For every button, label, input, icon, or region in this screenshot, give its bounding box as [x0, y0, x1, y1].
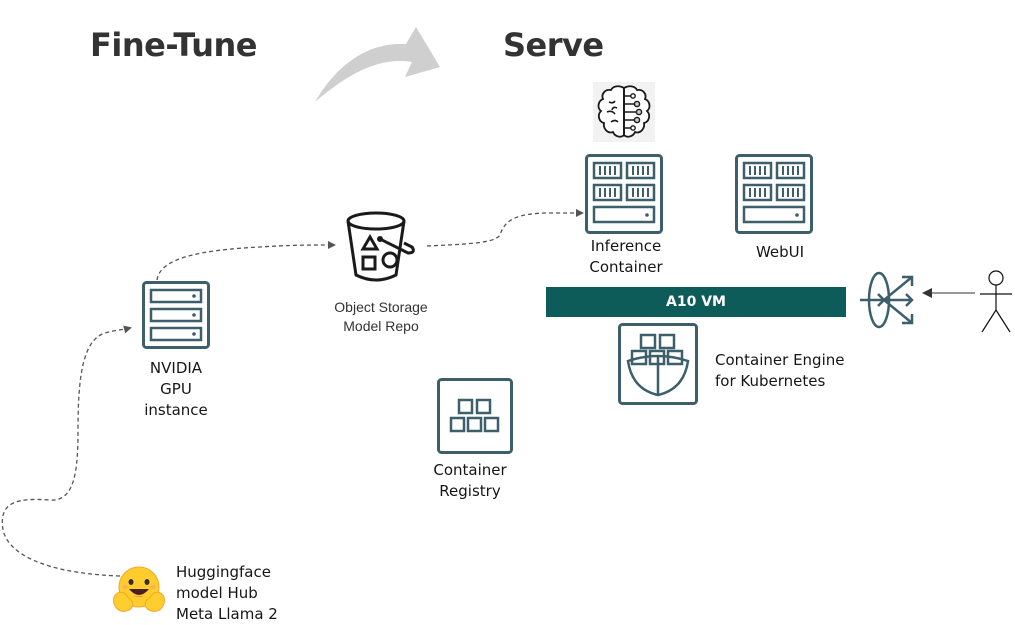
edge-object-storage-to-inference [426, 209, 584, 247]
phase-transition-arrow-icon [315, 27, 440, 102]
server-icon [142, 281, 210, 349]
label-huggingface-line3: Meta Llama 2 [176, 605, 278, 623]
label-registry-line2: Registry [439, 482, 501, 500]
rack-server-icon [735, 154, 813, 234]
edge-huggingface-to-gpu [1, 325, 132, 577]
ship-containers-icon [618, 323, 698, 405]
label-inference-line2: Container [589, 258, 663, 276]
label-webui: WebUI [755, 243, 805, 261]
label-gpu-line2: GPU [160, 380, 192, 398]
label-oke: Container Engine for Kubernetes [715, 350, 844, 392]
a10-vm-bar: A10 VM [546, 287, 846, 317]
label-oke-line2: for Kubernetes [715, 372, 826, 390]
label-container-registry: Container Registry [420, 460, 520, 502]
label-huggingface-line1: Huggingface [176, 563, 271, 581]
label-inference-line1: Inference [590, 237, 662, 255]
phase-heading-serve: Serve [503, 26, 604, 64]
load-balancer-icon [860, 271, 914, 329]
label-gpu-line1: NVIDIA [149, 359, 203, 377]
label-object-storage: Object Storage Model Repo [310, 298, 452, 336]
label-huggingface-line2: model Hub [176, 584, 258, 602]
label-object-storage-line1: Object Storage [334, 299, 428, 315]
label-gpu-line3: instance [144, 401, 208, 419]
hugging-face-emoji-icon [113, 566, 165, 612]
node-huggingface [112, 565, 166, 615]
bucket-icon [346, 211, 415, 282]
edge-gpu-to-object-storage [156, 241, 336, 281]
user-stick-figure-icon [980, 270, 1012, 333]
label-gpu-instance: NVIDIA GPU instance [126, 358, 226, 421]
label-inference-container: Inference Container [574, 236, 678, 278]
label-object-storage-line2: Model Repo [343, 318, 419, 334]
label-huggingface: Huggingface model Hub Meta Llama 2 [176, 562, 278, 625]
label-oke-line1: Container Engine [715, 351, 845, 369]
rack-server-icon [585, 154, 663, 234]
label-registry-line1: Container [433, 461, 507, 479]
brain-circuit-icon [593, 82, 655, 142]
phase-heading-fine-tune: Fine-Tune [90, 26, 257, 64]
registry-icon [437, 378, 513, 454]
